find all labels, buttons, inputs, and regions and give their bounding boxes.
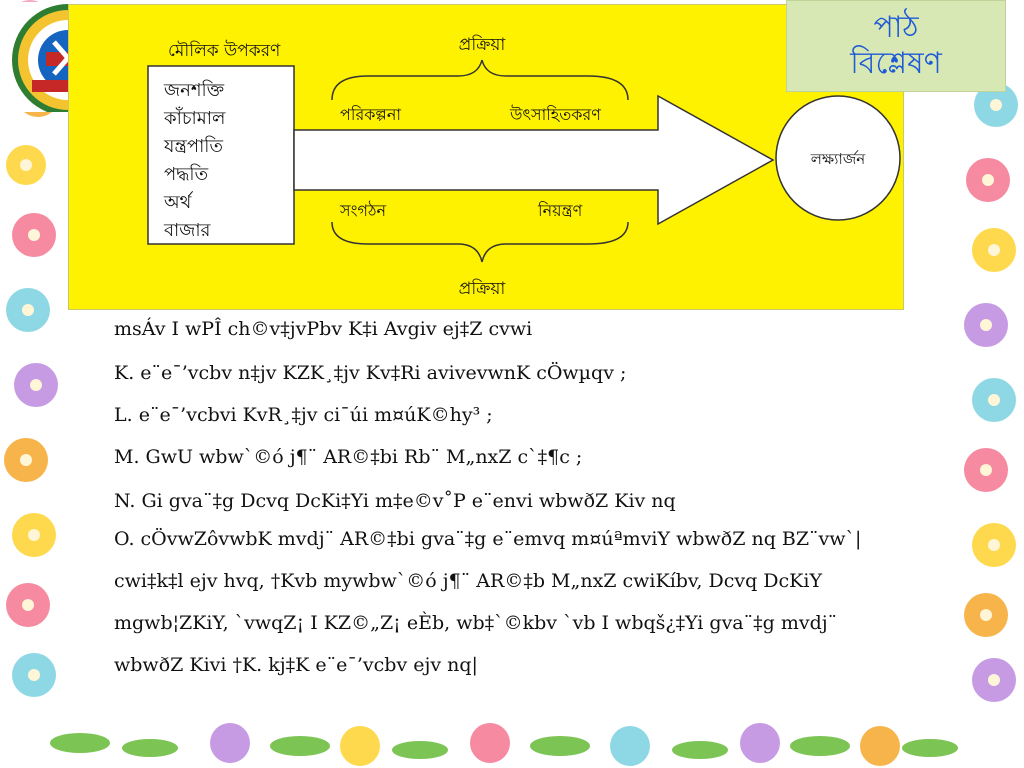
resource-item: বাজার — [163, 220, 212, 241]
process-arrow — [293, 94, 775, 226]
text-line: cwi‡k‡l ejv hvq, †Kvb mywbw`©ó j¶¨ AR©‡b… — [114, 570, 822, 592]
resource-item: জনশক্তি — [163, 80, 225, 101]
flower-border-bottom — [0, 723, 1024, 768]
resource-item: পদ্ধতি — [164, 164, 209, 185]
motivating-label: উৎসাহিতকরণ — [509, 105, 601, 124]
title-line-2: বিশ্লেষণ — [850, 46, 942, 81]
planning-label: পরিকল্পনা — [340, 105, 401, 124]
resource-item: যন্ত্রপাতি — [163, 136, 223, 157]
text-line: K. e¨e¯’vcbv n‡jv KZK¸‡jv Kv‡Ri avivevwn… — [114, 362, 627, 384]
text-line: N. Gi gva¨‡g Dcvq DcKi‡Yi m‡e©v˚P e¨envi… — [114, 490, 676, 512]
top-brace — [331, 59, 629, 101]
resource-item: কাঁচামাল — [163, 107, 226, 129]
text-line: msÁv I wPÎ ch©v‡jvPbv K‡i Avgiv ej‡Z cvw… — [114, 318, 533, 340]
text-line: mgwb¦ZKiY, `vwqZ¡ I KZ©„Z¡ eÈb, wb‡`©kbv… — [114, 612, 838, 634]
resources-heading: মৌলিক উপকরণ — [168, 40, 281, 61]
goal-label: লক্ষ্যার্জন — [810, 150, 866, 168]
text-line: O. cÖvwZôvwbK mvdj¨ AR©‡bi gva¨‡g e¨emvq… — [114, 528, 862, 550]
bottom-brace — [331, 221, 629, 263]
text-line: M. GwU wbw`©ó j¶¨ AR©‡bi Rb¨ M„nxZ c`‡¶c… — [114, 446, 583, 468]
text-line: L. e¨e¯’vcbvi KvR¸‡jv ci¯úi m¤úK©hy³ ; — [114, 404, 493, 426]
title-line-1: পাঠ — [873, 10, 919, 45]
flower-border-left — [4, 0, 60, 697]
organizing-label: সংগঠন — [339, 201, 386, 220]
management-process-diagram: মৌলিক উপকরণ জনশক্তি কাঁচামাল যন্ত্রপাতি … — [68, 4, 904, 310]
flower-border-right — [964, 83, 1018, 702]
controlling-label: নিয়ন্ত্রণ — [537, 201, 583, 220]
resources-box — [147, 65, 295, 245]
goal-circle — [775, 95, 901, 221]
title-box: পাঠ বিশ্লেষণ — [786, 0, 1006, 92]
resource-item: অর্থ — [163, 191, 193, 213]
process-bottom-label: প্রক্রিয়া — [459, 278, 507, 299]
text-line: wbwðZ Kivi †K. kj‡K e¨e¯’vcbv ejv nq| — [114, 654, 478, 676]
process-top-label: প্রক্রিয়া — [459, 34, 507, 55]
